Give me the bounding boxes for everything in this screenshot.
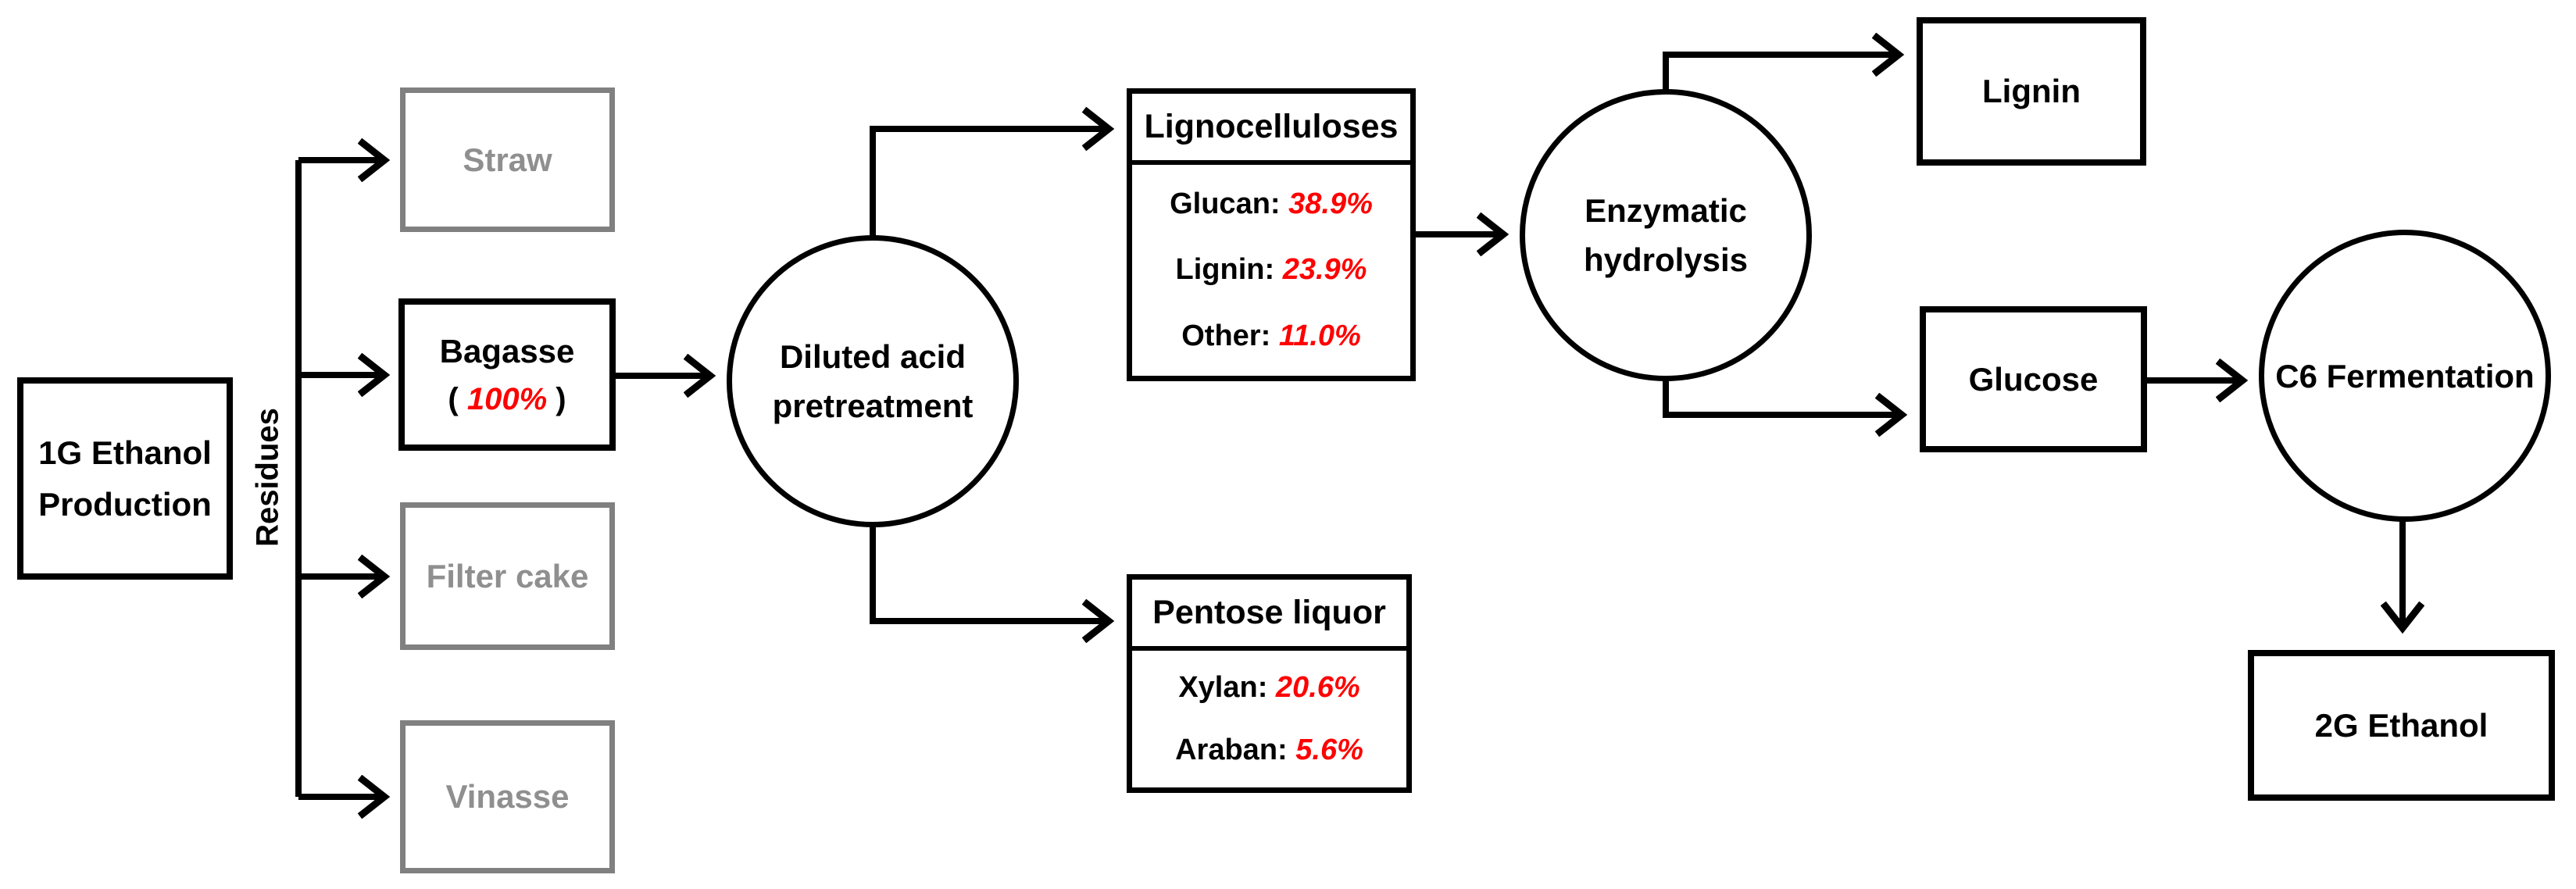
glucose-box: Glucose: [1920, 306, 2147, 452]
row-value: 23.9%: [1282, 253, 1367, 287]
bagasse-label: Bagasse: [439, 333, 575, 370]
vinasse-box: Vinasse: [400, 720, 615, 873]
source-1g-ethanol-box: 1G Ethanol Production: [17, 377, 233, 580]
ethanol-2g-label: 2G Ethanol: [2314, 706, 2488, 744]
hydrolysis-label-line1: Enzymatic: [1585, 192, 1747, 229]
straw-box: Straw: [400, 87, 615, 232]
row-label: Other:: [1181, 320, 1271, 353]
filter-cake-label: Filter cake: [426, 557, 589, 594]
row-value: 11.0%: [1278, 320, 1361, 353]
bagasse-box: Bagasse ( 100% ): [398, 298, 616, 451]
vinasse-label: Vinasse: [445, 778, 570, 816]
row-label: Xylan:: [1178, 671, 1268, 705]
row-label: Araban:: [1175, 733, 1288, 766]
bagasse-share-value: 100%: [466, 382, 548, 416]
arrow-hydrolysis-to-lignin: [1663, 55, 1895, 91]
pretreatment-circle: Diluted acid pretreatment: [727, 235, 1019, 527]
pentose-liquor-rows: Xylan: 20.6% Araban: 5.6%: [1132, 651, 1406, 787]
arrow-pretreatment-to-pentose: [870, 526, 1106, 621]
arrow-pretreatment-to-lignocelluloses: [870, 129, 1106, 237]
glucose-label: Glucose: [1968, 360, 2099, 398]
lignin-label: Lignin: [1982, 73, 2081, 110]
lignocelluloses-row-lignin: Lignin: 23.9%: [1132, 253, 1410, 287]
pentose-liquor-box: Pentose liquor Xylan: 20.6% Araban: 5.6%: [1127, 574, 1412, 793]
lignocelluloses-box: Lignocelluloses Glucan: 38.9% Lignin: 23…: [1127, 88, 1416, 381]
bagasse-paren-close: ): [556, 382, 566, 416]
arrow-hydrolysis-to-glucose: [1663, 380, 1899, 415]
source-label-line2: Production: [38, 485, 212, 523]
straw-label: Straw: [463, 141, 552, 178]
hydrolysis-label-line2: hydrolysis: [1583, 241, 1749, 278]
row-value: 5.6%: [1295, 733, 1363, 766]
row-label: Glucan:: [1170, 187, 1281, 220]
row-label: Lignin:: [1175, 253, 1275, 287]
pentose-row-xylan: Xylan: 20.6%: [1132, 671, 1406, 705]
bagasse-share: ( 100% ): [448, 376, 566, 423]
filter-cake-box: Filter cake: [400, 502, 615, 650]
pretreatment-label-line2: pretreatment: [772, 387, 974, 424]
ethanol-2g-box: 2G Ethanol: [2248, 650, 2555, 801]
row-value: 38.9%: [1288, 187, 1373, 220]
row-value: 20.6%: [1275, 671, 1360, 705]
c6-fermentation-circle: C6 Fermentation: [2259, 230, 2551, 522]
residues-label: Residues: [250, 408, 285, 547]
pentose-row-araban: Araban: 5.6%: [1132, 734, 1406, 767]
c6-fermentation-label: C6 Fermentation: [2275, 357, 2535, 395]
lignocelluloses-row-glucan: Glucan: 38.9%: [1132, 187, 1410, 221]
bagasse-paren-open: (: [448, 382, 459, 416]
lignocelluloses-title: Lignocelluloses: [1132, 94, 1410, 165]
lignocelluloses-rows: Glucan: 38.9% Lignin: 23.9% Other: 11.0%: [1132, 165, 1410, 376]
pretreatment-label-line1: Diluted acid: [779, 338, 966, 375]
source-label-line1: 1G Ethanol: [38, 434, 212, 472]
pentose-liquor-title: Pentose liquor: [1132, 580, 1406, 651]
hydrolysis-circle: Enzymatic hydrolysis: [1520, 89, 1812, 381]
lignin-box: Lignin: [1917, 17, 2146, 166]
lignocelluloses-row-other: Other: 11.0%: [1132, 320, 1410, 353]
